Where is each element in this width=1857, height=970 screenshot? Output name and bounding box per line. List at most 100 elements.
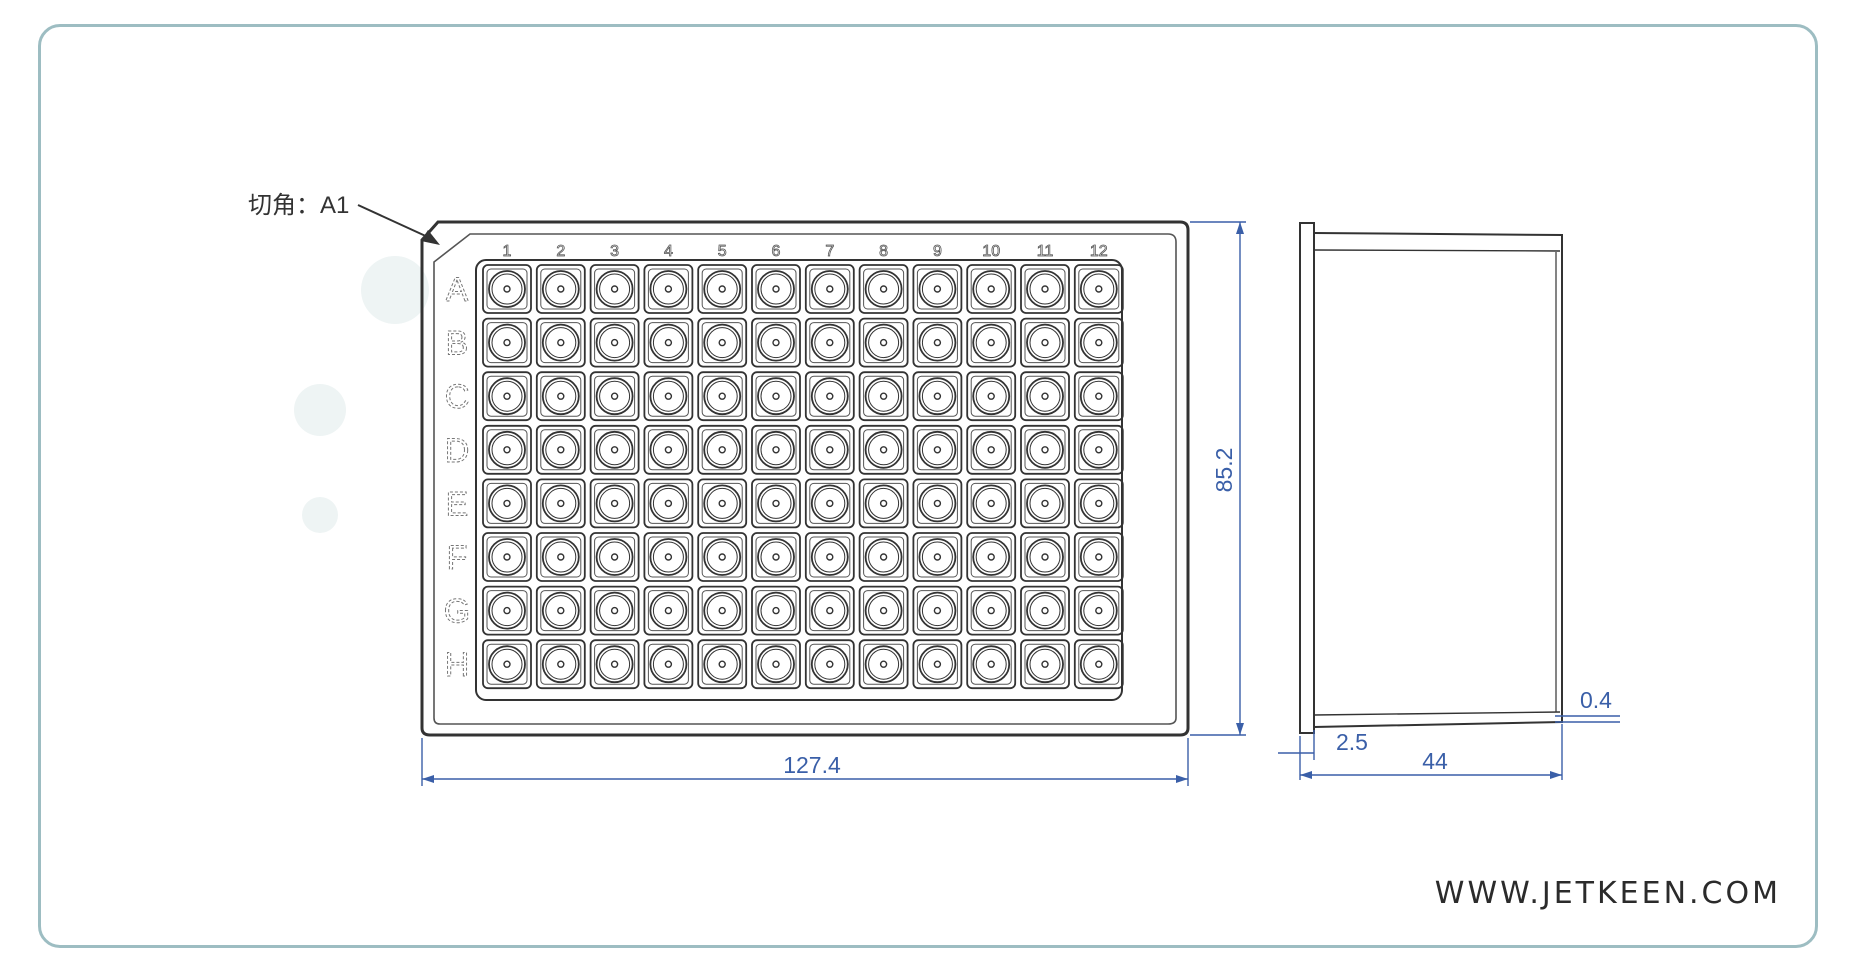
well-E11 <box>1020 478 1070 529</box>
well-E9 <box>912 478 963 529</box>
row-label-F: F <box>447 539 468 577</box>
row-label-E: E <box>446 485 469 523</box>
row-label-B: B <box>446 325 469 363</box>
well-F1 <box>482 532 532 582</box>
well-G10 <box>966 585 1017 636</box>
well-E1 <box>482 478 532 529</box>
well-B3 <box>589 317 640 368</box>
column-label-2: 2 <box>556 243 565 260</box>
well-field <box>475 259 1123 701</box>
row-label-D: D <box>445 432 470 470</box>
plate-outline <box>420 220 1190 737</box>
column-label-1: 1 <box>503 243 512 260</box>
well-F7 <box>804 532 855 582</box>
well-D3 <box>589 424 640 475</box>
well-D11 <box>1020 424 1070 475</box>
well-A5 <box>697 264 748 314</box>
well-B10 <box>966 317 1017 368</box>
well-G6 <box>751 585 801 636</box>
well-D9 <box>912 424 963 475</box>
well-H3 <box>589 639 640 690</box>
well-F4 <box>643 532 694 582</box>
plate-inner-rim <box>433 233 1177 725</box>
well-H8 <box>858 639 909 690</box>
column-label-4: 4 <box>664 243 673 260</box>
well-D6 <box>751 424 801 475</box>
row-label-C: C <box>445 378 470 416</box>
well-H1 <box>482 639 532 690</box>
well-E12 <box>1073 478 1124 529</box>
corner-label: 切角：A1 <box>248 192 349 219</box>
side-view <box>1299 222 1563 734</box>
well-C10 <box>966 371 1017 422</box>
well-C6 <box>751 371 801 422</box>
well-F2 <box>535 532 586 582</box>
well-G7 <box>804 585 855 636</box>
well-E2 <box>535 478 586 529</box>
well-F9 <box>912 532 963 582</box>
well-B9 <box>912 317 963 368</box>
well-A6 <box>751 264 801 314</box>
outer-frame <box>38 24 1818 948</box>
dimension-arrows <box>422 222 1562 783</box>
well-D5 <box>697 424 748 475</box>
well-B6 <box>751 317 801 368</box>
well-A3 <box>589 264 640 314</box>
well-D12 <box>1073 424 1124 475</box>
well-F10 <box>966 532 1017 582</box>
well-G9 <box>912 585 963 636</box>
well-C2 <box>535 371 586 422</box>
well-A11 <box>1020 264 1070 314</box>
column-label-11: 11 <box>1037 243 1054 260</box>
well-G8 <box>858 585 909 636</box>
well-H11 <box>1020 639 1070 690</box>
column-label-12: 12 <box>1090 243 1108 260</box>
well-G5 <box>697 585 748 636</box>
well-A12 <box>1073 264 1124 314</box>
well-H9 <box>912 639 963 690</box>
well-E6 <box>751 478 801 529</box>
well-B1 <box>482 317 532 368</box>
well-C11 <box>1020 371 1070 422</box>
well-C5 <box>697 371 748 422</box>
column-label-5: 5 <box>718 243 727 260</box>
well-F6 <box>751 532 801 582</box>
well-A9 <box>912 264 963 314</box>
well-G3 <box>589 585 640 636</box>
well-E5 <box>697 478 748 529</box>
well-A10 <box>966 264 1017 314</box>
well-E10 <box>966 478 1017 529</box>
well-F11 <box>1020 532 1070 582</box>
row-label-G: G <box>444 593 470 631</box>
well-D2 <box>535 424 586 475</box>
well-B8 <box>858 317 909 368</box>
dim-flange: 2.5 <box>1336 729 1368 755</box>
well-F3 <box>589 532 640 582</box>
watermark-dots <box>294 256 429 533</box>
well-C9 <box>912 371 963 422</box>
well-A2 <box>535 264 586 314</box>
well-H2 <box>535 639 586 690</box>
website-url: WWW.JETKEEN.COM <box>1434 876 1781 911</box>
well-F5 <box>697 532 748 582</box>
column-label-9: 9 <box>933 243 942 260</box>
well-F12 <box>1073 532 1124 582</box>
dim-height: 85.2 <box>1211 448 1237 493</box>
dimension-lines <box>421 221 1620 786</box>
well-H5 <box>697 639 748 690</box>
well-C8 <box>858 371 909 422</box>
well-H12 <box>1073 639 1124 690</box>
well-D1 <box>482 424 532 475</box>
well-C3 <box>589 371 640 422</box>
well-A7 <box>804 264 855 314</box>
well-G4 <box>643 585 694 636</box>
well-E7 <box>804 478 855 529</box>
well-F8 <box>858 532 909 582</box>
well-C7 <box>804 371 855 422</box>
well-B12 <box>1073 317 1124 368</box>
well-B2 <box>535 317 586 368</box>
well-E4 <box>643 478 694 529</box>
